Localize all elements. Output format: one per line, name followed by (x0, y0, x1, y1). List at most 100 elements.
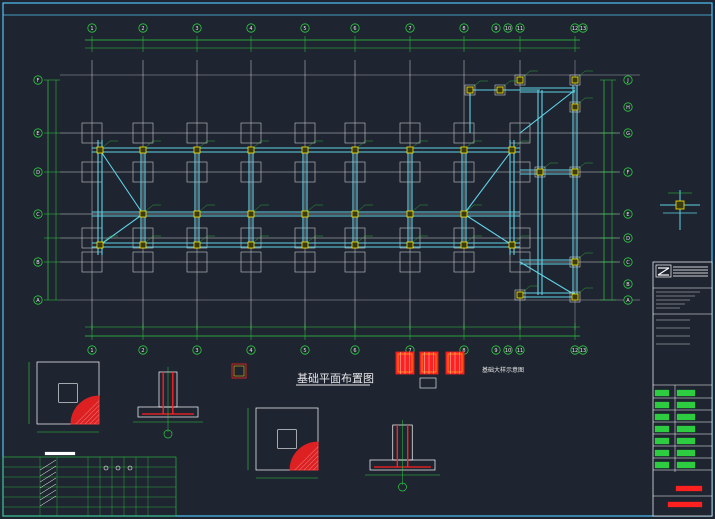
schedule-frame (2, 456, 177, 517)
axis-bubble: C (33, 209, 43, 219)
axis-bubble: 11 (515, 23, 525, 33)
title-block-cell (676, 449, 696, 457)
footing-section-detail (365, 420, 440, 492)
axis-bubble: G (623, 128, 633, 138)
axis-bubble: 9 (491, 23, 501, 33)
axis-bubble: 4 (246, 23, 256, 33)
column (139, 210, 147, 218)
axis-bubble: H (623, 102, 633, 112)
svg-text:H: H (626, 105, 630, 111)
title-block-row (654, 425, 670, 433)
column (536, 168, 544, 176)
column-section (419, 351, 439, 375)
axis-bubble: B (33, 257, 43, 267)
footing (132, 122, 154, 144)
column (466, 86, 474, 94)
axis-bubble: 2 (138, 23, 148, 33)
footing (569, 101, 581, 113)
svg-text:11: 11 (517, 348, 523, 354)
footing (294, 251, 316, 273)
axis-bubble: 12 (570, 345, 580, 355)
column (301, 241, 309, 249)
column (460, 241, 468, 249)
footing (186, 251, 208, 273)
axis-bubble: F (623, 167, 633, 177)
axis-bubble: 13 (578, 345, 588, 355)
column (96, 241, 104, 249)
svg-text:2: 2 (141, 348, 144, 354)
column (460, 210, 468, 218)
footing (509, 251, 531, 273)
axis-bubble: 1 (87, 345, 97, 355)
column (301, 146, 309, 154)
svg-text:4: 4 (249, 348, 252, 354)
footing (186, 161, 208, 183)
column (571, 258, 579, 266)
axis-bubble: 12 (570, 23, 580, 33)
column (460, 146, 468, 154)
title-block-cell (676, 389, 696, 397)
svg-text:6: 6 (353, 348, 356, 354)
footing (569, 74, 581, 86)
axis-bubble: E (623, 209, 633, 219)
axis-bubble: F (33, 75, 43, 85)
footing (494, 84, 506, 96)
footing-plan-detail (247, 407, 319, 479)
footing (534, 166, 546, 178)
column (96, 146, 104, 154)
column (571, 103, 579, 111)
svg-text:3: 3 (195, 26, 198, 32)
footing (569, 166, 581, 178)
svg-text:12: 12 (572, 348, 578, 354)
schedule-symbol (103, 465, 109, 471)
footing (399, 122, 421, 144)
foundation-plan (44, 36, 640, 340)
column (139, 146, 147, 154)
title-block (652, 261, 713, 517)
column (508, 146, 516, 154)
svg-text:E: E (626, 212, 629, 218)
axis-bubble: 6 (350, 345, 360, 355)
svg-text:5: 5 (303, 348, 306, 354)
svg-text:7: 7 (408, 348, 411, 354)
title-block-row (654, 449, 670, 457)
svg-text:13: 13 (580, 26, 586, 32)
column (508, 241, 516, 249)
axis-bubble: A (623, 295, 633, 305)
column (247, 241, 255, 249)
column-section (395, 351, 415, 375)
footing (132, 161, 154, 183)
footing-section-detail (133, 367, 203, 439)
svg-text:G: G (626, 131, 630, 137)
footing (453, 161, 475, 183)
axis-bubble: A (33, 295, 43, 305)
title-block-mark (667, 501, 703, 508)
column (406, 210, 414, 218)
footing (399, 161, 421, 183)
footing (186, 122, 208, 144)
column (571, 168, 579, 176)
title-block-cell (676, 461, 696, 469)
company-logo-icon (655, 264, 672, 278)
column (301, 210, 309, 218)
svg-text:B: B (36, 260, 40, 266)
title-block-row (654, 389, 670, 397)
column-base (419, 377, 437, 389)
column (516, 76, 524, 84)
svg-text:9: 9 (494, 26, 497, 32)
svg-text:1: 1 (90, 348, 93, 354)
axis-bubble: J (623, 75, 633, 85)
svg-text:12: 12 (572, 26, 578, 32)
footing (240, 161, 262, 183)
title-block-cell (676, 401, 696, 409)
title-block-cell (676, 413, 696, 421)
footing (569, 256, 581, 268)
column (351, 241, 359, 249)
axis-bubble: E (33, 128, 43, 138)
axis-bubble: 10 (503, 345, 513, 355)
column (516, 291, 524, 299)
svg-text:6: 6 (353, 26, 356, 32)
column (571, 293, 579, 301)
